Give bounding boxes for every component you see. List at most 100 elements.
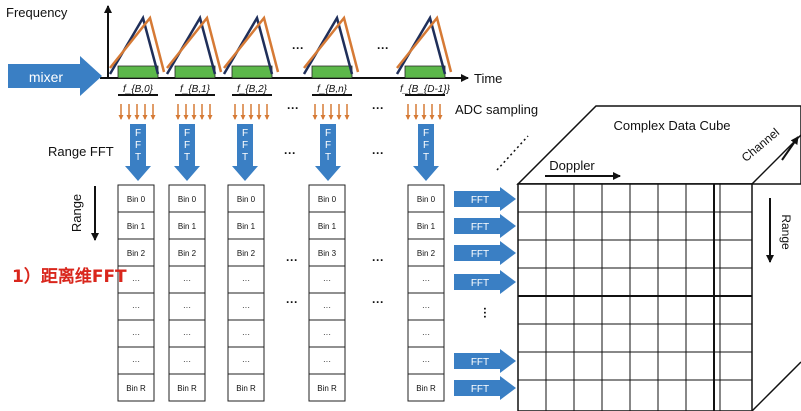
svg-text:F: F — [242, 128, 248, 139]
bin-label: Bin R — [317, 384, 337, 393]
bin-cell — [227, 373, 265, 402]
range-fft-arrow-4: F F T — [315, 124, 341, 181]
step-title: 1）距离维FFT — [12, 267, 127, 287]
beat-label-last: f_{B_{D-1}} — [400, 84, 451, 95]
doppler-label: Doppler — [549, 158, 595, 173]
bin-label: ··· — [323, 303, 331, 312]
bins-ellipsis-3: ··· — [286, 295, 298, 309]
chirp-n — [302, 14, 360, 79]
bin-cell — [407, 211, 445, 240]
bin-cell — [117, 211, 155, 240]
fft-ellipsis-1: ··· — [284, 146, 296, 160]
bin-label: Bin 0 — [127, 195, 146, 204]
adc-sampling-label: ADC sampling — [455, 102, 538, 117]
bin-label: Bin 1 — [318, 222, 337, 231]
range-fft-arrow-5: F F T — [413, 124, 439, 181]
chirp-2 — [165, 14, 223, 79]
adc-sampling-arrows — [118, 104, 443, 120]
bin-label: ··· — [132, 276, 140, 285]
bin-cell — [407, 373, 445, 402]
bin-cell — [168, 292, 206, 321]
bin-label: Bin 2 — [127, 249, 146, 258]
range-fft-label: Range FFT — [48, 144, 114, 159]
bin-label: Bin R — [126, 384, 146, 393]
bin-label: ··· — [132, 357, 140, 366]
bin-label: Bin 0 — [417, 195, 436, 204]
doppler-fft-arrow — [454, 187, 516, 211]
label-ellipsis-1: ··· — [287, 101, 299, 115]
bin-cell — [117, 238, 155, 267]
bin-label: Bin 0 — [318, 195, 337, 204]
bin-cell — [308, 292, 346, 321]
doppler-fft-arrow — [454, 241, 516, 265]
range-axis-label: Range — [69, 194, 84, 232]
svg-text:F: F — [423, 140, 429, 151]
bin-label: Bin 2 — [237, 249, 256, 258]
chirp-ellipsis-1: ··· — [292, 41, 304, 55]
svg-text:T: T — [135, 152, 141, 163]
bin-cell — [227, 346, 265, 375]
dotted-connector — [496, 135, 529, 171]
svg-text:F: F — [242, 140, 248, 151]
bin-label: Bin 1 — [237, 222, 256, 231]
bin-label: ··· — [422, 330, 430, 339]
svg-text:F: F — [423, 128, 429, 139]
svg-text:F: F — [325, 128, 331, 139]
bin-label: ··· — [242, 276, 250, 285]
mixer-arrow — [8, 56, 102, 96]
bin-label: Bin 2 — [178, 249, 197, 258]
bin-label: Bin 1 — [178, 222, 197, 231]
svg-text:T: T — [242, 152, 248, 163]
bin-cell — [407, 319, 445, 348]
bin-label: ··· — [323, 357, 331, 366]
complex-data-cube — [516, 105, 801, 411]
bin-cell — [308, 184, 346, 213]
doppler-fft-arrow — [454, 270, 516, 294]
svg-text:F: F — [135, 140, 141, 151]
bin-cell — [168, 265, 206, 294]
bin-label: Bin R — [177, 384, 197, 393]
bin-cell — [168, 184, 206, 213]
svg-text:T: T — [325, 152, 331, 163]
chirp-ellipsis-2: ··· — [377, 41, 389, 55]
bin-cell — [117, 265, 155, 294]
bin-label: ··· — [422, 303, 430, 312]
doppler-fft-arrow — [454, 349, 516, 373]
bin-label: Bin 0 — [178, 195, 197, 204]
bin-cell — [227, 211, 265, 240]
doppler-fft-label: FFT — [471, 384, 489, 395]
svg-text:T: T — [423, 152, 429, 163]
bin-cell — [227, 238, 265, 267]
fft-ellipsis-2: ··· — [372, 146, 384, 160]
beat-label-0: f_{B,0} — [123, 84, 154, 95]
bins-ellipsis-4: ··· — [372, 295, 384, 309]
bin-cell — [407, 346, 445, 375]
bin-cell — [168, 346, 206, 375]
bin-cell — [168, 211, 206, 240]
chirp-3 — [222, 14, 280, 79]
bin-label: ··· — [242, 357, 250, 366]
bin-label: ··· — [422, 357, 430, 366]
bin-cell — [407, 292, 445, 321]
svg-text:T: T — [184, 152, 190, 163]
label-ellipsis-2: ··· — [372, 101, 384, 115]
bin-cell — [227, 292, 265, 321]
bin-label: ··· — [183, 330, 191, 339]
bin-cell — [407, 238, 445, 267]
chirp-last — [395, 14, 453, 79]
hfft-ellipsis: ··· — [478, 307, 492, 319]
range-fft-arrow-3: F F T — [232, 124, 258, 181]
doppler-fft-label: FFT — [471, 222, 489, 233]
bin-label: ··· — [323, 330, 331, 339]
cube-range-label: Range — [779, 214, 793, 250]
bin-label: ··· — [183, 303, 191, 312]
bin-cell — [168, 319, 206, 348]
mixer-label: mixer — [29, 69, 64, 85]
bins-ellipsis-2: ··· — [372, 253, 384, 267]
